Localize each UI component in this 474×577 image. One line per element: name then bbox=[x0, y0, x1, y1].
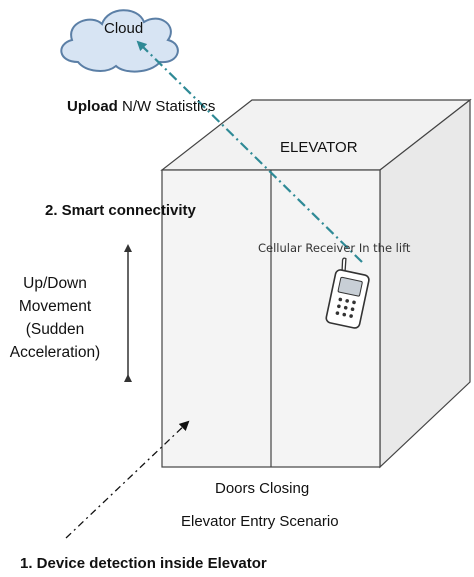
phone-icon bbox=[325, 257, 370, 329]
cloud-icon bbox=[60, 9, 179, 73]
elevator-label: ELEVATOR bbox=[280, 139, 358, 156]
receiver-label: Cellular Receiver In the lift bbox=[258, 241, 411, 255]
movement-line-2: Movement bbox=[18, 298, 92, 315]
doors-closing-label: Doors Closing bbox=[215, 480, 310, 497]
movement-line-1: Up/Down bbox=[23, 275, 87, 292]
movement-label: Up/Down Movement (Sudden Acceleration) bbox=[0, 272, 110, 364]
movement-line-4: Acceleration) bbox=[9, 344, 101, 361]
device-detection-arrow bbox=[65, 420, 190, 539]
scenario-label: Elevator Entry Scenario bbox=[181, 513, 339, 530]
upload-label-rest: N/W Statistics bbox=[122, 98, 216, 115]
elevator-box bbox=[160, 98, 472, 469]
device-detection-label: 1. Device detection inside Elevator bbox=[20, 555, 267, 572]
upload-label-bold: Upload bbox=[67, 98, 118, 115]
upload-arrow bbox=[136, 40, 363, 263]
cloud-label: Cloud bbox=[104, 20, 144, 37]
movement-line-3: (Sudden bbox=[25, 321, 85, 338]
upload-label: Upload N/W Statistics bbox=[67, 98, 215, 115]
smart-connectivity-label: 2. Smart connectivity bbox=[45, 202, 196, 219]
